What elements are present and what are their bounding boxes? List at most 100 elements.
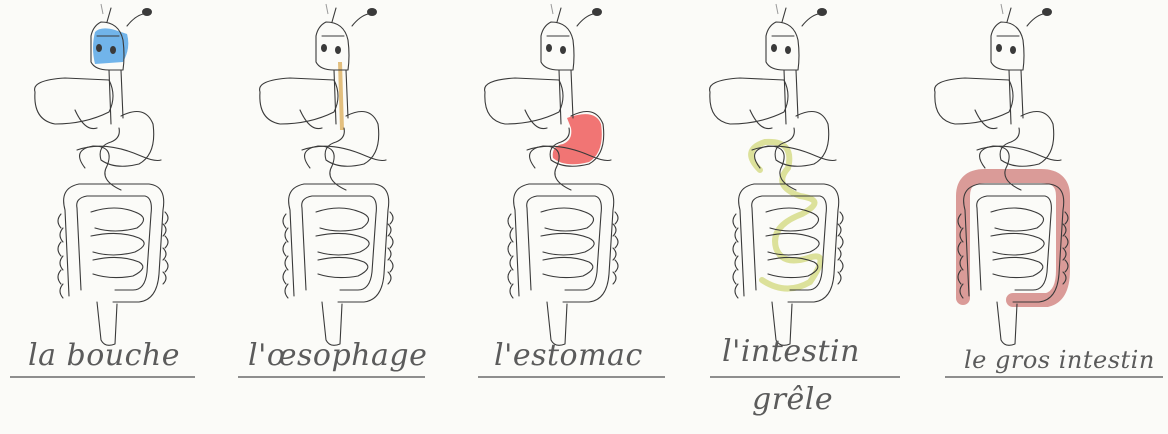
panel-intestin xyxy=(710,8,900,377)
nose-line xyxy=(107,8,111,22)
tongue-mark xyxy=(546,44,552,52)
pancreas-outline xyxy=(302,146,386,160)
gallbladder-outline xyxy=(525,110,547,129)
label-oesophage: l'œsophage xyxy=(248,338,427,373)
colon-haustra xyxy=(390,260,393,272)
salivary-duct xyxy=(352,14,368,26)
tongue-mark xyxy=(321,44,327,52)
esophagus-left xyxy=(784,70,786,124)
salivary-duct xyxy=(1027,14,1043,26)
colon-haustra xyxy=(840,236,843,248)
colon-haustra xyxy=(613,224,616,236)
colon-haustra xyxy=(390,236,393,248)
colon-haustra xyxy=(613,248,616,260)
esophagus-left xyxy=(334,70,336,124)
large-intestine-inner xyxy=(302,196,377,290)
pancreas-outline xyxy=(77,146,161,160)
liver-outline xyxy=(35,78,113,124)
pencil-mark xyxy=(1001,4,1003,14)
salivary-gland xyxy=(367,8,377,16)
small-intestine-coil xyxy=(318,257,368,277)
large-intestine-inner xyxy=(527,196,602,290)
liver-outline xyxy=(935,78,1013,124)
large-intestine-inner xyxy=(977,196,1052,290)
small-intestine-coil xyxy=(316,233,369,255)
small-intestine-highlight xyxy=(751,142,820,289)
liver-outline xyxy=(260,78,338,124)
small-intestine-coil xyxy=(991,233,1044,255)
esophagus-left xyxy=(559,70,561,124)
panel-bouche xyxy=(10,8,195,377)
colon-haustra xyxy=(508,242,511,256)
salivary-gland xyxy=(817,8,827,16)
head-outline xyxy=(766,22,799,70)
salivary-gland xyxy=(592,8,602,16)
teeth-mark xyxy=(560,46,566,54)
colon-haustra xyxy=(283,242,286,256)
gallbladder-outline xyxy=(975,110,997,129)
colon-haustra xyxy=(735,256,738,270)
colon-haustra xyxy=(510,256,513,270)
colon-haustra xyxy=(733,214,736,228)
nose-line xyxy=(1007,8,1011,22)
colon-haustra xyxy=(165,236,168,248)
small-intestine-coil xyxy=(91,233,144,255)
colon-haustra xyxy=(285,256,288,270)
head-outline xyxy=(316,22,349,70)
small-intestine-coil xyxy=(91,208,144,231)
large-intestine-inner xyxy=(77,196,152,290)
colon-haustra xyxy=(58,214,61,228)
colon-haustra xyxy=(165,212,168,224)
esophagus-left xyxy=(109,70,111,124)
small-intestine-coil xyxy=(991,208,1044,231)
nose-line xyxy=(557,8,561,22)
colon-haustra xyxy=(838,224,841,236)
nose-line xyxy=(332,8,336,22)
label-intestin: l'intestin xyxy=(722,334,860,369)
colon-haustra xyxy=(165,260,168,272)
colon-haustra xyxy=(615,260,618,272)
pancreas-outline xyxy=(977,146,1061,160)
colon-haustra xyxy=(615,236,618,248)
esophagus-right xyxy=(796,70,798,118)
colon-haustra xyxy=(615,212,618,224)
gallbladder-outline xyxy=(300,110,322,129)
colon-haustra xyxy=(838,272,841,284)
colon-haustra xyxy=(840,260,843,272)
colon-haustra xyxy=(283,214,286,228)
teeth-mark xyxy=(335,46,341,54)
teeth-mark xyxy=(785,46,791,54)
tongue-mark xyxy=(771,44,777,52)
salivary-gland xyxy=(142,8,152,16)
small-intestine-coil xyxy=(543,257,593,277)
pencil-mark xyxy=(326,4,328,14)
esophagus-right xyxy=(346,70,348,118)
pencil-mark xyxy=(776,4,778,14)
colon-haustra xyxy=(735,284,738,298)
small-intestine-coil xyxy=(541,233,594,255)
pencil-mark xyxy=(551,4,553,14)
salivary-gland xyxy=(1042,8,1052,16)
colon-haustra xyxy=(163,224,166,236)
label-intestin-grele: grêle xyxy=(752,382,833,417)
head-outline xyxy=(541,22,574,70)
label-bouche: la bouche xyxy=(28,338,180,373)
panel-oesophage xyxy=(238,8,425,377)
small-intestine-coil xyxy=(993,257,1043,277)
colon-haustra xyxy=(388,224,391,236)
esophagus-right xyxy=(121,70,123,118)
liver-outline xyxy=(485,78,563,124)
teeth-mark xyxy=(1010,46,1016,54)
esophagus-highlight xyxy=(340,62,342,130)
pancreas-outline xyxy=(752,146,836,160)
salivary-duct xyxy=(802,14,818,26)
nose-line xyxy=(782,8,786,22)
salivary-duct xyxy=(577,14,593,26)
rectum-outline xyxy=(997,302,1017,345)
gallbladder-outline xyxy=(750,110,772,129)
colon-haustra xyxy=(508,214,511,228)
panel-gros xyxy=(935,8,1163,377)
colon-haustra xyxy=(508,270,511,284)
teeth-mark xyxy=(110,46,116,54)
